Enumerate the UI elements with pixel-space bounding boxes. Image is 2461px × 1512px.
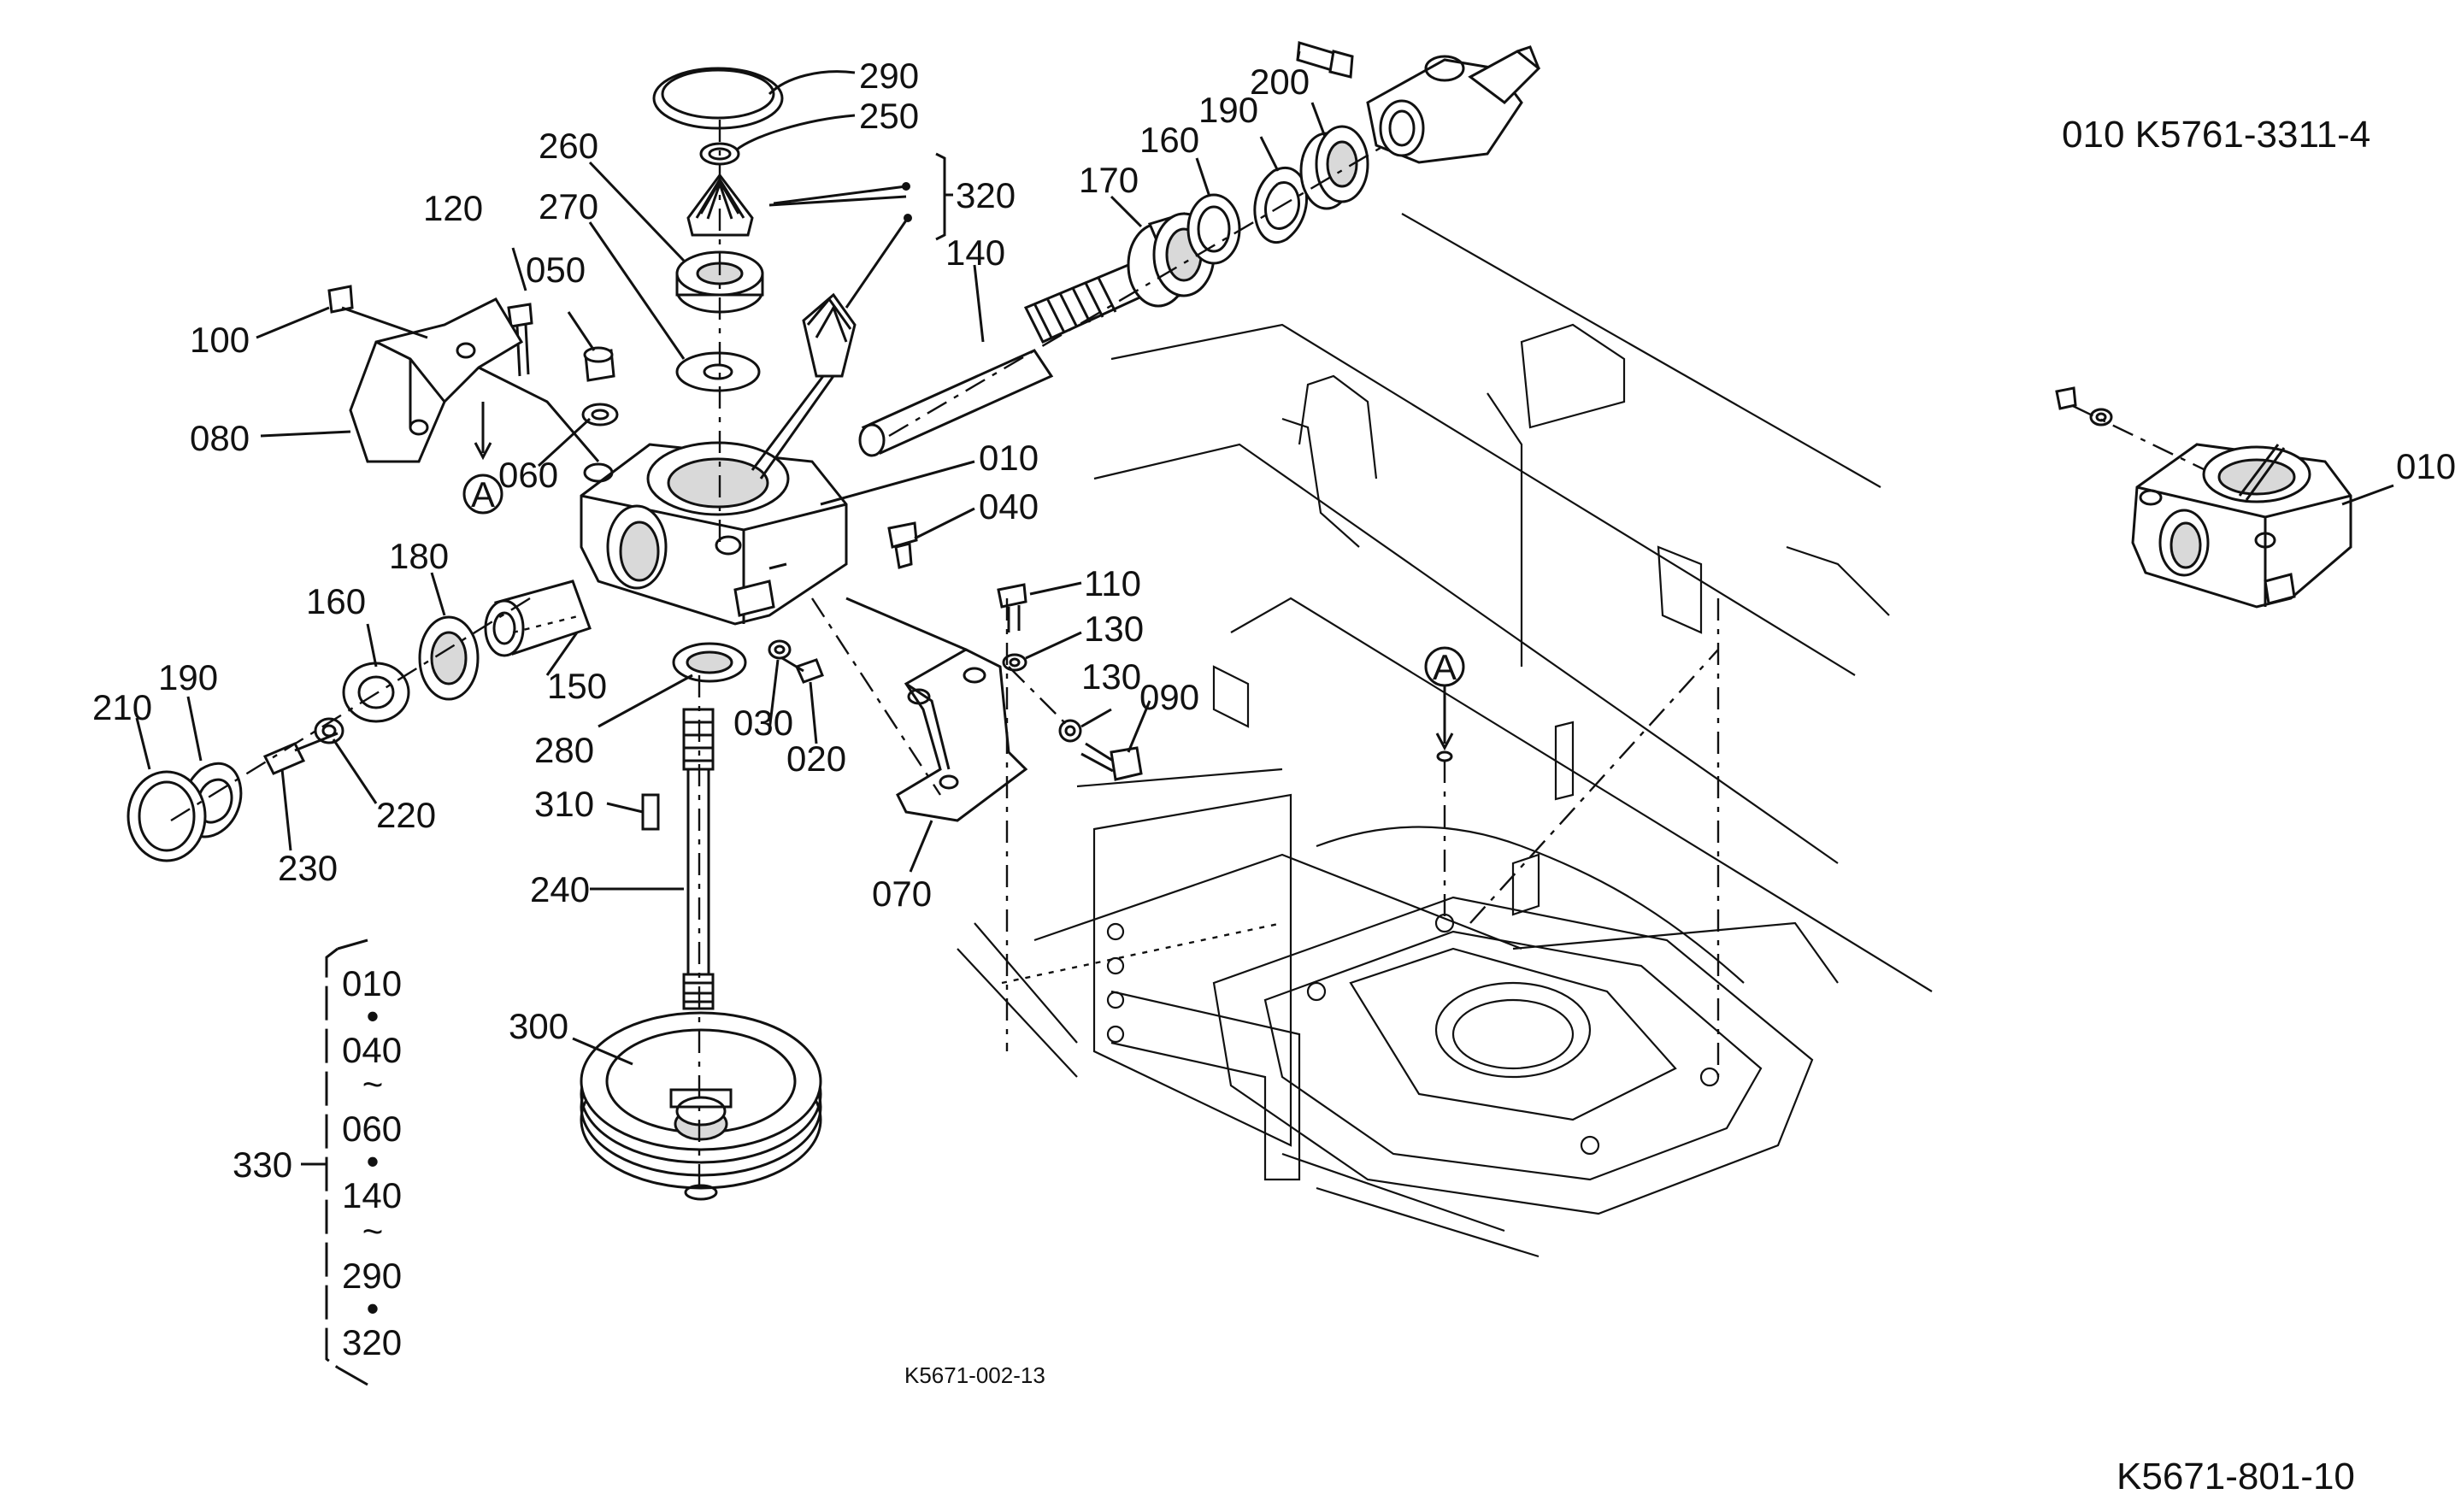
bearing-200 — [1299, 125, 1369, 210]
group-separator: • — [367, 1288, 380, 1328]
label-230: 230 — [278, 848, 338, 888]
label-250: 250 — [859, 96, 919, 136]
group-bracket-330 — [301, 938, 368, 1386]
gear-stack — [652, 67, 857, 479]
label-280: 280 — [534, 730, 594, 770]
center-lines — [170, 120, 1720, 1188]
label-020: 020 — [786, 738, 846, 779]
assembly-group-list: 330 010 • 040 ~ 060 • 140 ~ 290 • 320 — [233, 963, 402, 1362]
label-160-left: 160 — [306, 581, 366, 621]
reference-a-left: A — [462, 402, 503, 515]
label-130-bottom: 130 — [1081, 656, 1141, 697]
label-010: 010 — [979, 438, 1039, 478]
label-310: 310 — [534, 784, 594, 824]
group-item: 060 — [342, 1109, 402, 1149]
label-150: 150 — [547, 666, 607, 706]
bolt-040 — [887, 521, 918, 569]
group-separator: ~ — [362, 1064, 384, 1104]
label-100: 100 — [190, 320, 250, 360]
label-070: 070 — [872, 874, 932, 914]
label-010-inset: 010 — [2396, 446, 2456, 486]
label-200: 200 — [1250, 62, 1310, 102]
ring-160 — [1186, 193, 1241, 265]
group-item: 290 — [342, 1256, 402, 1296]
left-shaft-stack — [127, 580, 592, 862]
pulley-300 — [580, 1011, 822, 1201]
label-110: 110 — [1084, 563, 1141, 603]
gearbox-housing-010 — [580, 441, 848, 626]
input-shaft-140 — [858, 263, 1148, 457]
bolt-090 — [1080, 742, 1143, 781]
label-060: 060 — [498, 455, 558, 495]
group-separator: • — [367, 996, 380, 1036]
chassis-frame — [957, 213, 1933, 1258]
ref-a-label: A — [471, 474, 495, 515]
universal-joint — [1296, 41, 1541, 164]
bolt-110 — [997, 583, 1027, 632]
part-labels: 290 250 260 270 320 140 170 160 190 200 … — [92, 56, 2456, 1046]
label-030: 030 — [733, 703, 793, 743]
bolt-120 — [507, 303, 533, 377]
label-290: 290 — [859, 56, 919, 96]
snap-ring-190 — [1253, 167, 1308, 244]
group-item: 140 — [342, 1175, 402, 1215]
reference-a-right: A — [1424, 646, 1465, 762]
group-separator: • — [367, 1141, 380, 1181]
label-300: 300 — [509, 1006, 568, 1046]
group-separator: ~ — [362, 1211, 384, 1251]
inset-housing-010 — [2055, 386, 2352, 609]
label-180: 180 — [389, 536, 449, 576]
bracket-080 — [327, 285, 600, 463]
group-330-label: 330 — [233, 1144, 292, 1185]
group-item: 320 — [342, 1322, 402, 1362]
label-210: 210 — [92, 687, 152, 727]
label-220: 220 — [376, 795, 436, 835]
key-310 — [641, 793, 660, 831]
part-code-header: 010 K5761-3311-4 — [2062, 114, 2370, 156]
washer-130b — [1058, 719, 1082, 743]
label-260: 260 — [539, 126, 598, 166]
label-040: 040 — [979, 486, 1039, 527]
label-190-top: 190 — [1198, 90, 1258, 130]
label-080: 080 — [190, 418, 250, 458]
label-050: 050 — [526, 250, 586, 290]
group-bracket-320 — [935, 152, 953, 241]
base-plate — [1212, 721, 1814, 1215]
inner-figure-code: K5671-002-13 — [904, 1362, 1045, 1388]
label-130-top: 130 — [1084, 609, 1144, 649]
group-item: 040 — [342, 1030, 402, 1070]
label-190-left: 190 — [158, 657, 218, 697]
stand-070 — [845, 597, 1028, 822]
label-120: 120 — [423, 188, 483, 228]
label-140: 140 — [945, 232, 1005, 273]
label-240: 240 — [530, 869, 590, 909]
group-item: 010 — [342, 963, 402, 1003]
label-270: 270 — [539, 186, 598, 227]
drawing-number: K5671-801-10 — [2117, 1456, 2355, 1497]
label-170: 170 — [1079, 160, 1139, 200]
ref-a-label: A — [1433, 647, 1457, 687]
label-320: 320 — [956, 175, 1016, 215]
oil-seal-280 — [672, 639, 824, 684]
plug-050 — [581, 346, 619, 427]
label-160-top: 160 — [1139, 120, 1199, 160]
label-090: 090 — [1139, 677, 1199, 717]
leader-lines — [135, 70, 2394, 1066]
